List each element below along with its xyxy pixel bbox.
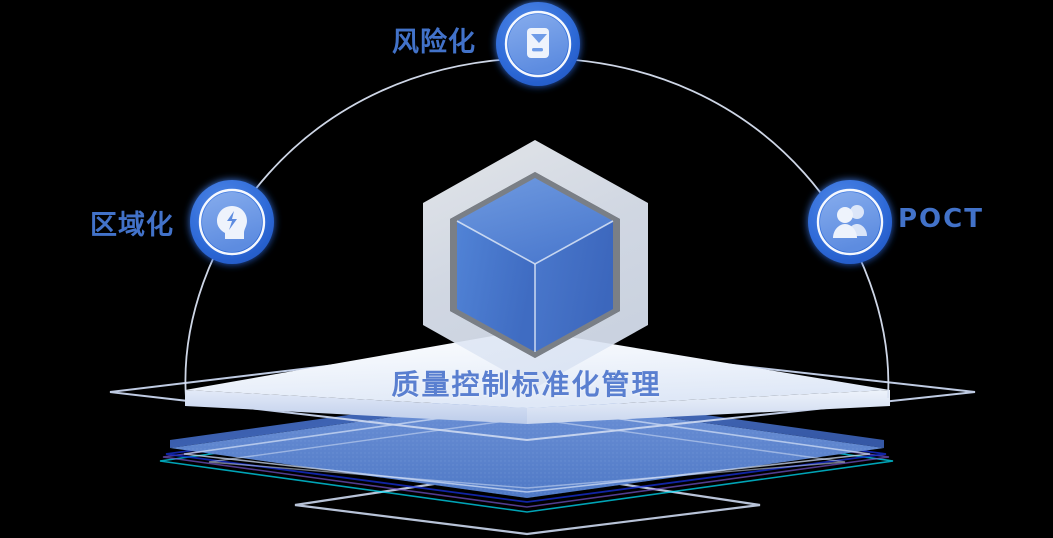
node-poct[interactable] <box>808 180 892 264</box>
node-poct-ring <box>816 188 884 256</box>
wireframe-lower-diamond <box>294 468 761 536</box>
platform-base-layers <box>170 390 884 498</box>
node-poct-inner <box>820 192 880 252</box>
users-icon <box>833 205 867 238</box>
brain-head-icon <box>217 206 247 239</box>
wireframe-outer-diamond <box>109 340 976 442</box>
node-poct-label: POCT <box>898 204 984 234</box>
clipboard-icon <box>527 28 549 58</box>
node-risk-label: 风险化 <box>392 27 476 58</box>
node-region-ring <box>198 188 266 256</box>
node-risk-ring <box>504 10 572 78</box>
node-risk[interactable] <box>496 2 580 86</box>
node-region[interactable] <box>190 180 274 264</box>
node-region-label: 区域化 <box>90 210 174 241</box>
cube-icon <box>456 178 614 352</box>
platform-title: 质量控制标准化管理 <box>391 368 662 401</box>
